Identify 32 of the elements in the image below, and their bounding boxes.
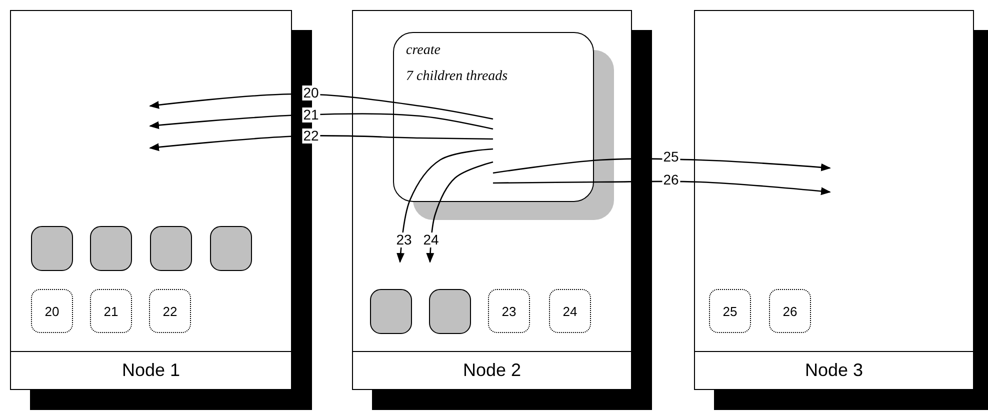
panel-label: Node 3 [695, 351, 973, 389]
thread-box [370, 289, 412, 334]
thread-box [429, 289, 471, 334]
process-text: 7 children threads [406, 69, 508, 85]
arrow [149, 113, 494, 130]
edge-label: 20 [302, 86, 320, 100]
thread-box [90, 226, 132, 271]
edge-label: 23 [395, 232, 413, 248]
thread-box [150, 226, 192, 271]
thread-slot: 25 [709, 289, 751, 333]
thread-slot: 23 [488, 289, 530, 333]
edge-label: 25 [662, 150, 680, 164]
edge-label: 24 [422, 232, 440, 248]
panel-label: Node 1 [11, 351, 291, 389]
edge-label: 22 [302, 128, 320, 144]
arrow [149, 93, 494, 120]
panel-label: Node 2 [353, 351, 631, 389]
thread-slot: 26 [769, 289, 811, 333]
arrow [149, 135, 493, 152]
thread-slot: 22 [149, 289, 191, 333]
thread-box [31, 226, 73, 271]
thread-box [210, 226, 252, 271]
edge-label: 26 [662, 172, 680, 188]
arrow [493, 180, 831, 196]
arrow [396, 148, 494, 263]
thread-slot: 21 [90, 289, 132, 333]
process-text: create [406, 43, 440, 59]
thread-slot: 24 [549, 289, 591, 333]
arrow [426, 161, 494, 263]
thread-slot: 20 [31, 289, 73, 333]
arrow [492, 158, 831, 174]
edge-label: 21 [302, 108, 320, 122]
